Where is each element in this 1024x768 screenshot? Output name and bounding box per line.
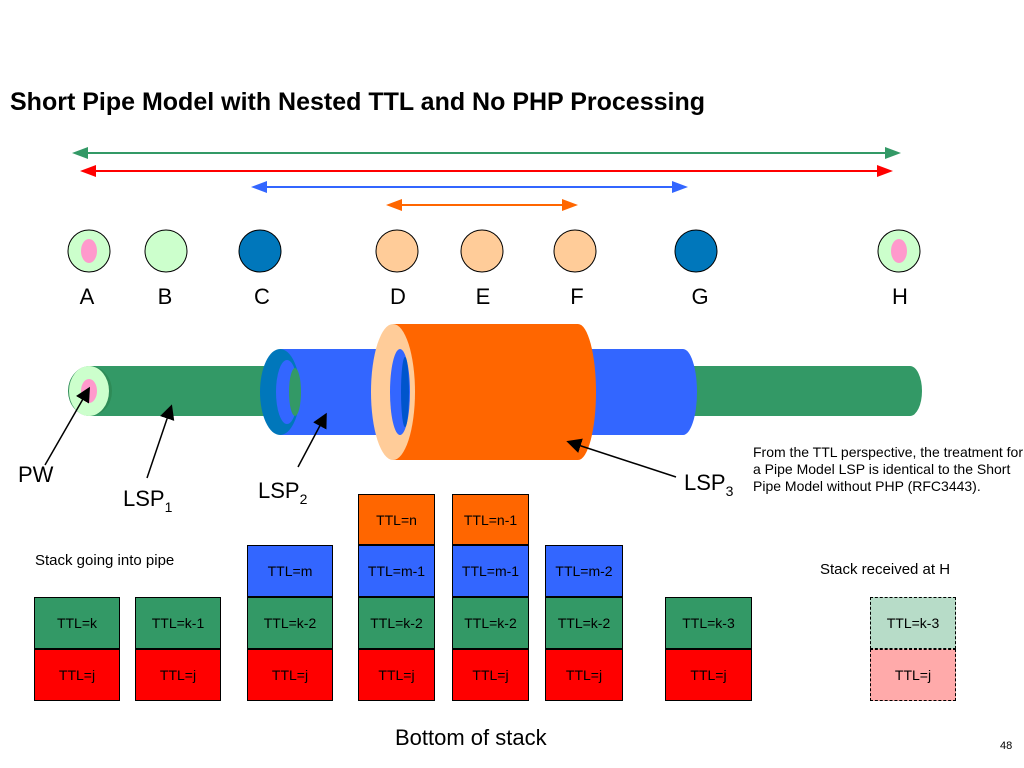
node-label-a: A — [79, 284, 95, 309]
node-label-e: E — [475, 284, 491, 309]
stack-cell: TTL=k-2 — [358, 597, 435, 649]
stack-cell: TTL=m-1 — [452, 545, 529, 597]
node-label-b: B — [157, 284, 173, 309]
pw-pipe-end — [69, 366, 109, 416]
node-label-f: F — [570, 284, 584, 309]
slide-title: Short Pipe Model with Nested TTL and No … — [10, 88, 706, 116]
node-g — [674, 229, 718, 273]
lsp2-label: LSP2 — [258, 478, 308, 507]
stack-cell: TTL=k-3 — [870, 597, 956, 649]
stack-cell: TTL=j — [247, 649, 333, 701]
node-a — [67, 229, 111, 273]
lsp1-pointer — [146, 404, 175, 479]
node-label-c: C — [254, 284, 270, 309]
lsp3-label: LSP3 — [684, 470, 734, 499]
node-label-h: H — [892, 284, 908, 309]
stack-cell: TTL=j — [870, 649, 956, 701]
stack-cell: TTL=k-2 — [452, 597, 529, 649]
node-b — [144, 229, 188, 273]
stack-cell: TTL=m — [247, 545, 333, 597]
node-label-g: G — [691, 284, 709, 309]
node-f — [553, 229, 597, 273]
stack-out-caption: Stack received at H — [820, 561, 951, 578]
stack-cell: TTL=j — [452, 649, 529, 701]
slide-number: 48 — [1000, 740, 1013, 752]
lsp3-pointer — [566, 438, 677, 478]
stack-cell: TTL=k-2 — [545, 597, 623, 649]
stack-cell: TTL=j — [34, 649, 120, 701]
ttl-note: From the TTL perspective, the treatment … — [753, 444, 1023, 494]
node-e — [460, 229, 504, 273]
node-c — [238, 229, 282, 273]
lsp1-label: LSP1 — [123, 486, 173, 515]
stack-cell: TTL=j — [358, 649, 435, 701]
stack-cell: TTL=k-3 — [665, 597, 752, 649]
node-h — [877, 229, 921, 273]
lsp3-pipe — [371, 324, 596, 460]
node-d — [375, 229, 419, 273]
stack-cell: TTL=m-2 — [545, 545, 623, 597]
node-label-d: D — [390, 284, 406, 309]
stack-cell: TTL=m-1 — [358, 545, 435, 597]
stack-cell: TTL=n-1 — [452, 494, 529, 545]
stack-cell: TTL=j — [545, 649, 623, 701]
pw-label: PW — [18, 462, 54, 487]
stack-cell: TTL=k-2 — [247, 597, 333, 649]
bottom-of-stack-caption: Bottom of stack — [395, 725, 547, 750]
stack-cell: TTL=k-1 — [135, 597, 221, 649]
stack-cell: TTL=n — [358, 494, 435, 545]
pw-pointer — [44, 386, 90, 466]
stack-cell: TTL=k — [34, 597, 120, 649]
stack-cell: TTL=j — [665, 649, 752, 701]
stack-cell: TTL=j — [135, 649, 221, 701]
lsp2-pointer — [297, 412, 327, 468]
stack-in-caption: Stack going into pipe — [35, 552, 175, 569]
